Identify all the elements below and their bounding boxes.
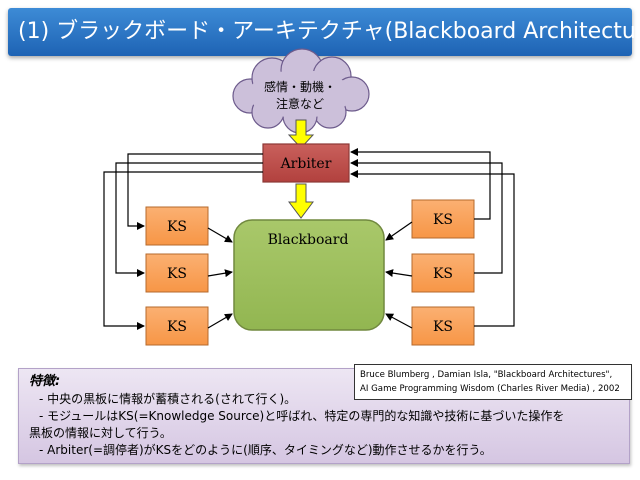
ks-box-left-1 (145, 206, 209, 246)
ks-label-right-2: KS (433, 266, 453, 282)
feature-line-3: 黒板の情報に対して行う。 (29, 426, 172, 440)
arbiter-to-ks-left-2-loop (115, 162, 263, 277)
arbiter-box (262, 143, 350, 183)
cloud-label-line-2: 注意など (276, 96, 324, 111)
ks-right-1-to-blackboard-arrow (385, 221, 413, 241)
ks-right-2-to-blackboard-arrow (385, 269, 413, 278)
ks-label-right-3: KS (433, 319, 453, 335)
title-bar: (1) ブラックボード・アーキテクチャ(Blackboard Architect… (8, 8, 640, 56)
ks-label-left-3: KS (167, 319, 187, 335)
ks-left-2-to-blackboard-arrow (207, 269, 233, 278)
citation-box: Bruce Blumberg , Damian Isla, "Blackboar… (354, 364, 632, 400)
ks-label-right-1: KS (433, 212, 453, 228)
cloud-label-line-1: 感情・動機・ (264, 79, 336, 94)
ks-label-left-1: KS (167, 219, 187, 235)
slide-title: (1) ブラックボード・アーキテクチャ(Blackboard Architect… (18, 19, 640, 44)
ks-left-3-to-blackboard-arrow (207, 313, 233, 329)
ks-left-1-to-blackboard-arrow (207, 227, 233, 243)
citation-line-2: AI Game Programming Wisdom (Charles Rive… (360, 384, 620, 394)
ks-box-right-1 (411, 199, 475, 239)
features-box: 特徴: - 中央の黒板に情報が蓄積される(されて行く)。 - モジュールはKS(… (18, 368, 630, 464)
arbiter-to-blackboard-arrow (288, 183, 314, 219)
blackboard-label: Blackboard (268, 232, 349, 248)
blackboard-box (233, 219, 385, 331)
ks-right-1-to-arbiter-loop (350, 148, 491, 220)
arbiter-to-ks-left-3-loop (103, 171, 263, 330)
ks-box-right-2 (411, 253, 475, 293)
ks-box-right-3 (411, 306, 475, 346)
ks-right-3-to-blackboard-arrow (385, 313, 413, 329)
feature-line-1: - 中央の黒板に情報が蓄積される(されて行く)。 (39, 392, 297, 406)
ks-right-2-to-arbiter-loop (350, 159, 503, 274)
arbiter-to-ks-left-1-loop (127, 153, 263, 230)
features-heading: 特徴: (29, 374, 61, 389)
cloud-shape (232, 48, 370, 134)
arbiter-label: Arbiter (280, 156, 332, 172)
ks-box-left-2 (145, 253, 209, 293)
ks-label-left-2: KS (167, 266, 187, 282)
feature-line-2: - モジュールはKS(=Knowledge Source)と呼ばれ、特定の専門的… (39, 409, 565, 423)
ks-box-left-3 (145, 306, 209, 346)
citation-line-1: Bruce Blumberg , Damian Isla, "Blackboar… (360, 370, 613, 380)
cloud-to-arbiter-arrow (287, 119, 315, 149)
ks-right-3-to-arbiter-loop (350, 170, 515, 327)
feature-line-4: - Arbiter(=調停者)がKSをどのように(順序、タイミングなど)動作させ… (39, 443, 492, 457)
